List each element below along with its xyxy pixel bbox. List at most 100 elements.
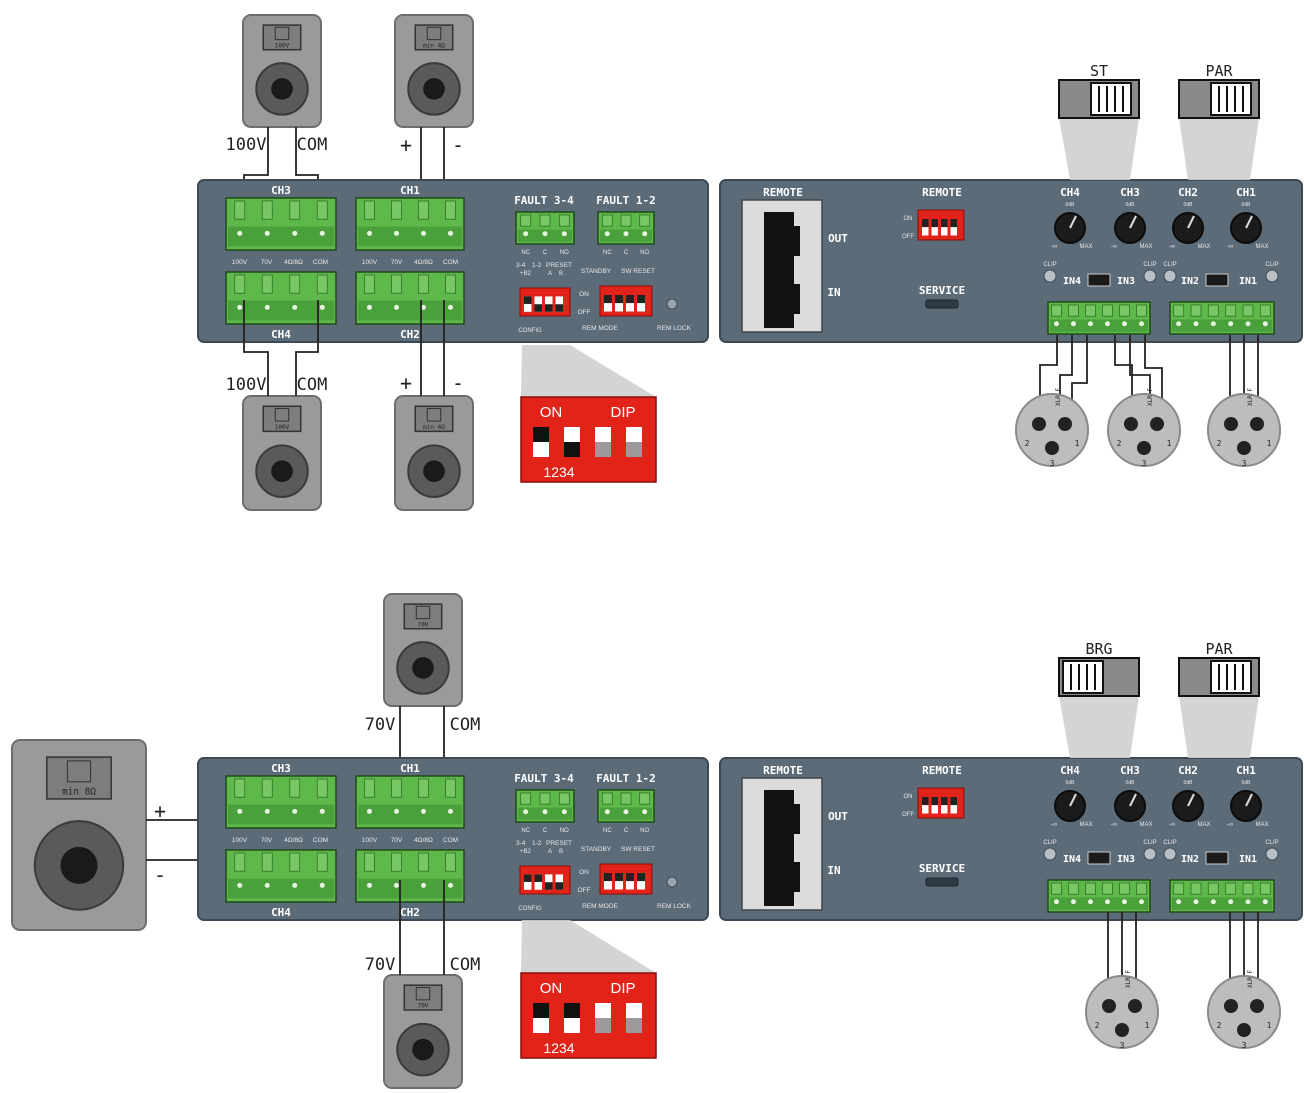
speaker-badge-icon xyxy=(426,26,442,41)
terminal-screw-slot xyxy=(1119,304,1130,317)
slide-switch-knob xyxy=(1090,82,1132,116)
terminal-pin xyxy=(448,882,453,888)
terminal-pin xyxy=(394,808,399,814)
terminal-pin xyxy=(1071,321,1076,327)
mode-dip xyxy=(599,285,653,317)
terminal-screw-slot xyxy=(520,214,532,227)
terminal-screw-slot xyxy=(289,778,301,798)
terminal-pin xyxy=(367,304,372,310)
terminal-lower xyxy=(358,878,462,899)
speaker-badge xyxy=(403,984,443,1011)
speaker-ch3: 100V xyxy=(242,14,322,128)
out-label: OUT xyxy=(828,232,848,245)
xlr-pin xyxy=(1250,999,1264,1013)
ch3-terminal xyxy=(225,775,337,829)
terminal-screw-slot xyxy=(391,200,402,220)
knob-top: 0dB xyxy=(1184,202,1194,208)
terminal-screw-slot xyxy=(316,852,328,872)
terminal-pin xyxy=(292,882,298,888)
terminal-pin xyxy=(1193,321,1199,327)
dip-lever xyxy=(615,295,623,304)
dip-slot xyxy=(615,873,623,890)
xlr-pin xyxy=(1237,1023,1251,1037)
clip-label: CLIP xyxy=(1043,262,1056,268)
xlr-pin-label: 3 xyxy=(1242,1041,1247,1050)
dip-zoom-lever xyxy=(564,1003,580,1018)
clip-led xyxy=(1143,847,1157,861)
zoom-cone xyxy=(1179,118,1259,180)
terminal-screw-slot xyxy=(1242,304,1254,317)
dip-slot xyxy=(950,797,957,814)
terminal-pin xyxy=(1122,899,1127,905)
input-terminal-b xyxy=(1169,879,1275,913)
wire-xlr xyxy=(1144,335,1163,408)
config-dip xyxy=(519,287,571,317)
ch1-terminal xyxy=(355,197,465,251)
terminal-lower xyxy=(358,300,462,321)
wire-label-plus: + xyxy=(400,133,412,157)
dip-lever xyxy=(637,873,645,882)
rem-mode-label: REM MODE xyxy=(582,903,618,910)
speaker-dustcap xyxy=(412,1038,434,1061)
knob-label: CH2 xyxy=(1178,186,1198,199)
xlr-pin xyxy=(1224,417,1238,431)
dip-zoom-lever xyxy=(626,442,642,457)
clip-led xyxy=(1143,269,1157,283)
remote-label: REMOTE xyxy=(763,764,803,777)
terminal-pin xyxy=(448,304,453,310)
xlr-pin-label: 2 xyxy=(1217,1021,1222,1030)
xlr-pin xyxy=(1237,441,1251,455)
terminal-pin xyxy=(292,808,298,814)
speaker-badge-icon xyxy=(66,760,92,783)
dip-lever xyxy=(931,219,938,228)
terminal-screw-slot xyxy=(1173,304,1185,317)
terminal-screw-slot xyxy=(1102,882,1113,895)
knob-label: CH3 xyxy=(1120,186,1140,199)
service-usb xyxy=(925,877,959,887)
switch-zoom-st: ST xyxy=(1058,62,1140,180)
service-usb xyxy=(925,299,959,309)
knob-min: -∞ xyxy=(1227,822,1233,828)
knob-label: CH2 xyxy=(1178,764,1198,777)
terminal-pin xyxy=(561,231,567,237)
terminal-screw-slot xyxy=(1051,304,1062,317)
wire-label-100v: 100V xyxy=(226,375,267,395)
dip-zoom-lever xyxy=(533,1003,549,1018)
terminal-screw-slot xyxy=(234,274,246,294)
term-label: 4Ω/8Ω xyxy=(284,837,303,844)
speaker-badge-text: 70V xyxy=(418,1003,429,1010)
dip-lever xyxy=(941,797,948,806)
rj45-out-port xyxy=(764,790,800,848)
terminal-pin xyxy=(1054,899,1059,905)
terminal-pin xyxy=(319,230,325,236)
terminal-pin xyxy=(642,809,648,815)
status-led xyxy=(666,876,678,888)
terminal-pin xyxy=(604,809,610,815)
terminal-screw-slot xyxy=(364,200,375,220)
terminal-lower xyxy=(1172,319,1272,332)
terminal-pin xyxy=(319,808,325,814)
dip-slot xyxy=(941,797,948,814)
fault34-label: FAULT 3-4 xyxy=(514,194,574,207)
xlr-pin-label: 3 xyxy=(1242,459,1247,468)
terminal-screw-slot xyxy=(289,852,301,872)
dip-lever xyxy=(524,874,532,882)
dip-slot xyxy=(545,874,553,890)
terminal-screw-slot xyxy=(620,792,632,805)
term-label: 70V xyxy=(391,837,403,844)
terminal-pin xyxy=(1262,321,1268,327)
dip-label: 3-4 xyxy=(516,840,526,847)
terminal-screw-slot xyxy=(364,778,375,798)
terminal-pin xyxy=(1105,321,1110,327)
terminal-screw-slot xyxy=(316,778,328,798)
service-label: SERVICE xyxy=(919,862,965,875)
terminal-screw-slot xyxy=(1173,882,1185,895)
dip-lever xyxy=(922,797,929,806)
terminal-pin xyxy=(264,230,270,236)
xlr-pin-label: 2 xyxy=(1095,1021,1100,1030)
terminal-pin xyxy=(1228,321,1234,327)
input-terminal-a xyxy=(1047,879,1151,913)
xlr-shell xyxy=(1207,975,1281,1049)
